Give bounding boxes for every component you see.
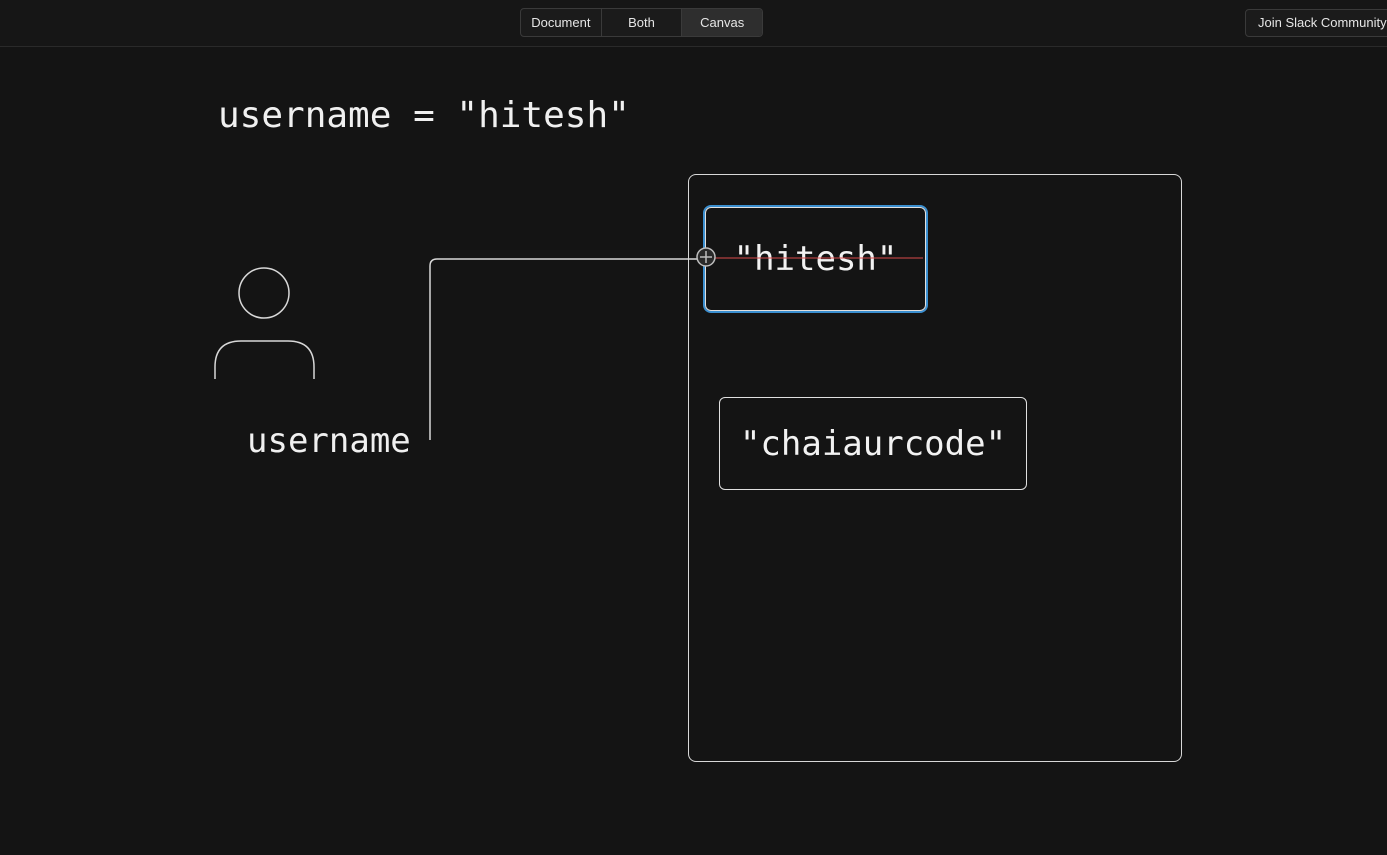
reference-arrow[interactable] (429, 258, 700, 440)
heap-value-chaiaurcode[interactable]: "chaiaurcode" (719, 397, 1027, 490)
user-icon[interactable] (214, 267, 315, 379)
drawing-canvas[interactable]: username = "hitesh" username "hitesh" "c… (0, 47, 1387, 855)
heap-value-hitesh[interactable]: "hitesh" (705, 207, 926, 311)
code-line-text[interactable]: username = "hitesh" (218, 95, 630, 136)
heap-memory-box[interactable] (688, 174, 1182, 762)
view-both-button[interactable]: Both (600, 9, 682, 36)
view-canvas-button[interactable]: Canvas (681, 9, 762, 36)
view-mode-switcher: Document Both Canvas (520, 8, 763, 37)
top-toolbar: Document Both Canvas Join Slack Communit… (0, 0, 1387, 47)
move-handle-icon[interactable] (696, 247, 716, 267)
join-slack-button[interactable]: Join Slack Community (1245, 9, 1387, 37)
view-document-button[interactable]: Document (531, 15, 591, 30)
variable-label[interactable]: username (247, 421, 411, 461)
canvas-drawings (214, 247, 923, 440)
